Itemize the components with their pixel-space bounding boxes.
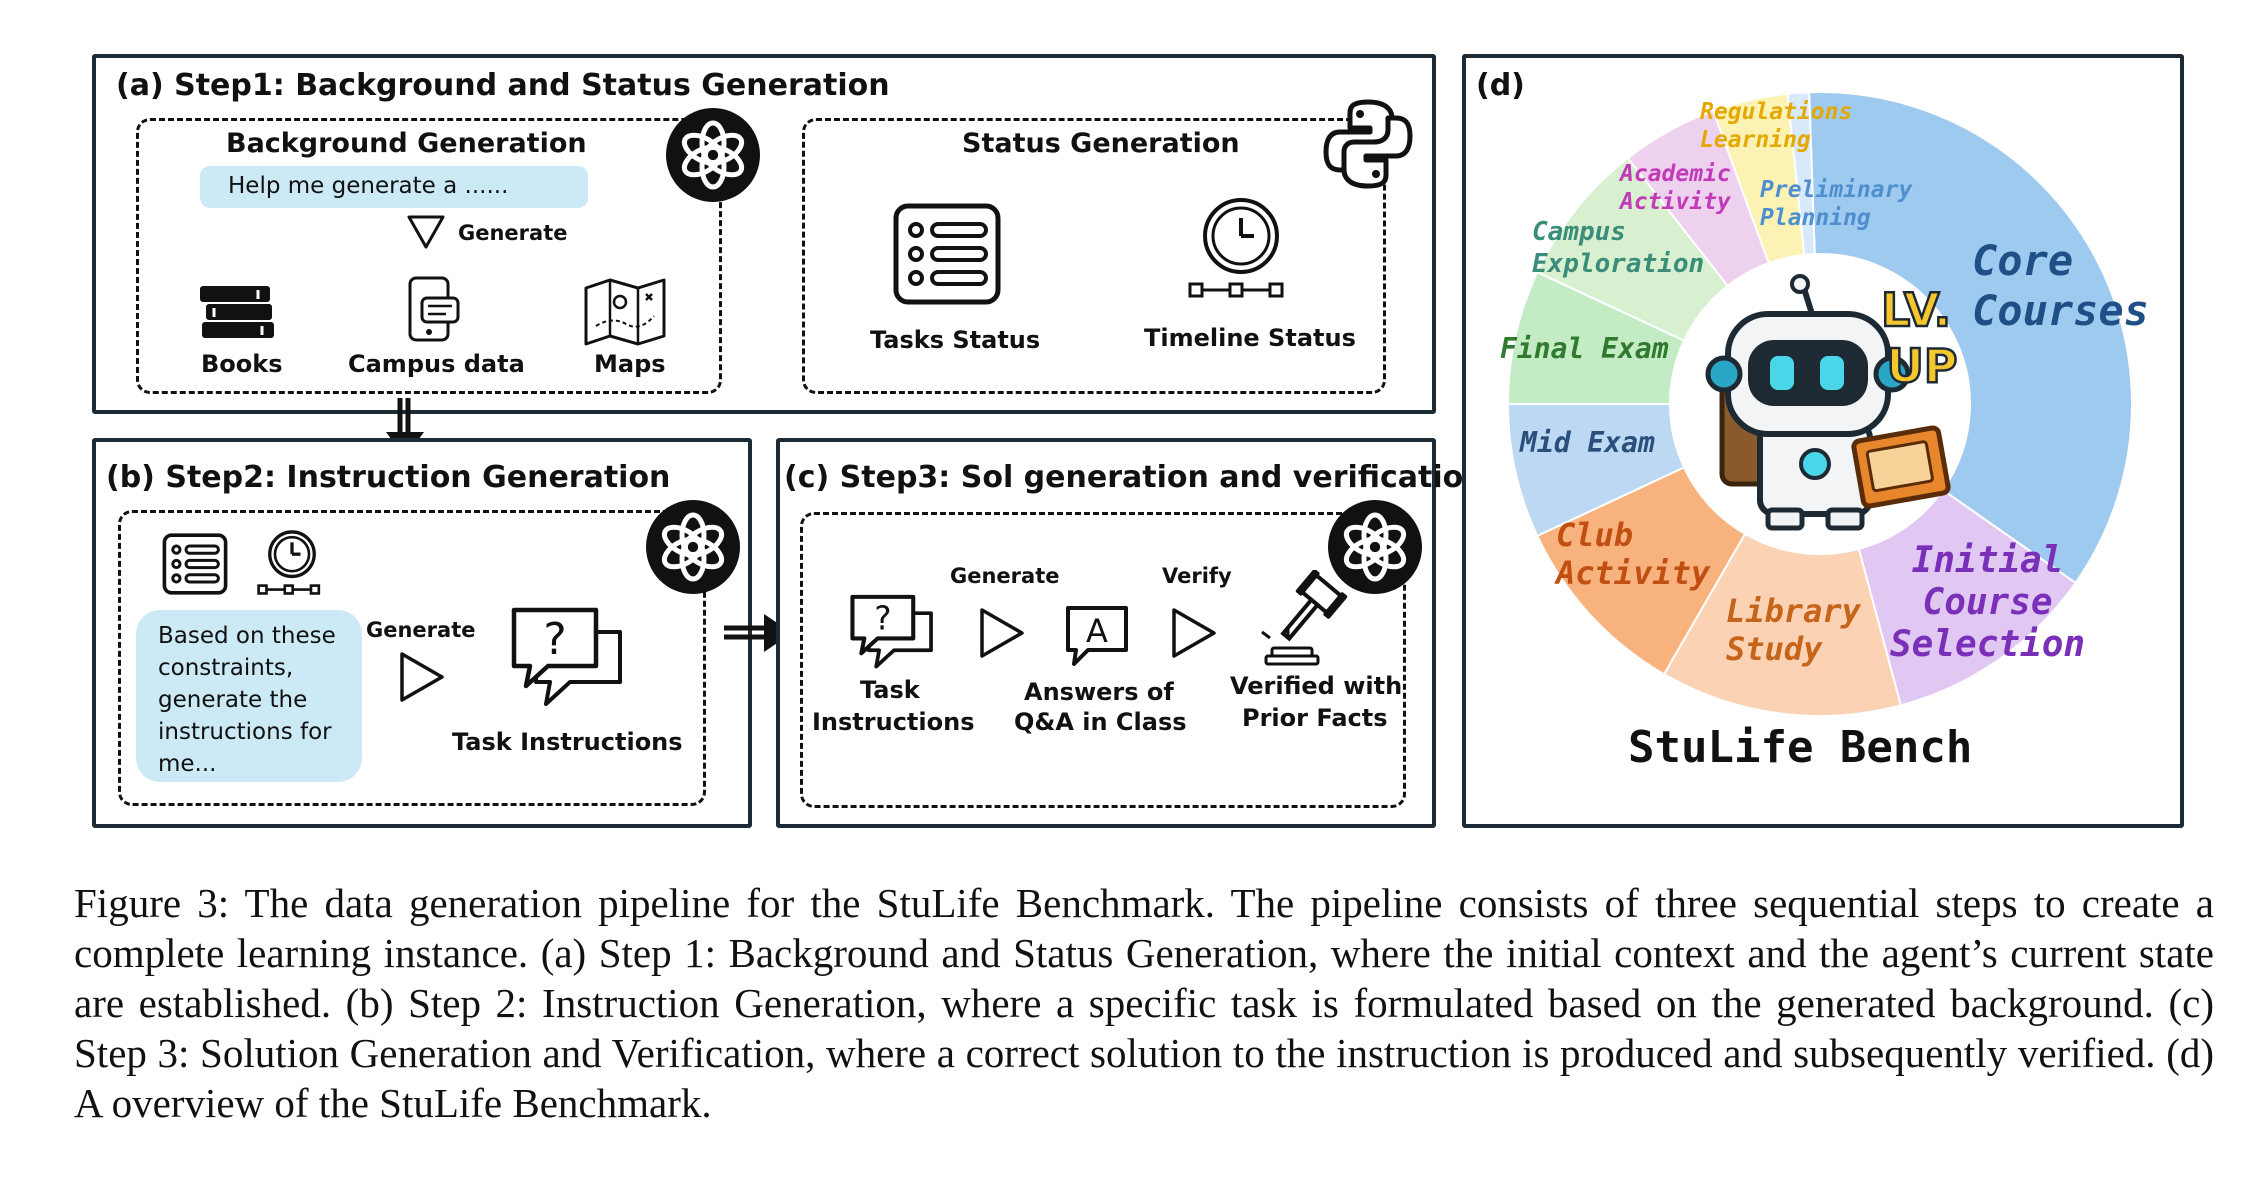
status-generation-box xyxy=(802,118,1386,394)
status-generation-heading: Status Generation xyxy=(962,128,1240,159)
generate-triangle-icon xyxy=(406,214,446,250)
instruction-prompt-bubble: Based on these constraints, generate the… xyxy=(136,610,362,782)
answer-chat-icon: A xyxy=(1064,604,1130,670)
solution-generate-label: Generate xyxy=(950,564,1060,588)
play-arrow-icon xyxy=(398,650,446,704)
segment-line: Preliminary xyxy=(1760,177,1913,203)
segment-label-initial-course-selection: Initial Course Selection xyxy=(1890,540,2085,666)
source-label-books: Books xyxy=(201,350,283,378)
segment-line: Activity xyxy=(1620,189,1731,215)
segment-label-library-study: Library Study xyxy=(1726,592,1861,668)
segment-label-core-courses: Core Courses xyxy=(1972,236,2149,336)
openai-logo-icon xyxy=(646,500,740,594)
question-chat-icon: ? xyxy=(848,592,934,670)
segment-line: Study xyxy=(1726,630,1823,668)
prompt-line: Based on these xyxy=(158,623,336,649)
panel-b-title: (b) Step2: Instruction Generation xyxy=(106,460,671,495)
segment-line: Club xyxy=(1556,516,1634,554)
stage-task-line1: Task xyxy=(860,676,920,704)
maps-icon xyxy=(582,276,668,346)
python-logo-icon xyxy=(1320,96,1416,192)
prompt-line: constraints, xyxy=(158,655,294,681)
segment-line: Regulations xyxy=(1700,99,1853,125)
verify-label: Verify xyxy=(1162,564,1232,588)
background-prompt-bubble: Help me generate a ...... xyxy=(200,166,588,208)
instruction-generate-label: Generate xyxy=(366,618,476,642)
gavel-icon xyxy=(1258,570,1348,670)
level-badge-top: LV. xyxy=(1881,283,1951,337)
segment-label-regulations-learning: Regulations Learning xyxy=(1700,98,1852,154)
prompt-line: me... xyxy=(158,751,217,777)
segment-line: Learning xyxy=(1700,127,1811,153)
background-generation-box xyxy=(136,118,722,394)
task-instructions-label: Task Instructions xyxy=(452,728,683,756)
prompt-line: generate the xyxy=(158,687,308,713)
segment-line: Courses xyxy=(1972,286,2150,335)
background-generation-heading: Background Generation xyxy=(226,128,587,159)
source-label-campus-data: Campus data xyxy=(348,350,525,378)
stage-verified-line1: Verified with xyxy=(1230,672,1403,700)
segment-line: Library xyxy=(1726,592,1861,630)
segment-line: Selection xyxy=(1890,624,2086,665)
svg-text:?: ? xyxy=(874,600,891,638)
segment-line: Activity xyxy=(1556,554,1711,592)
segment-line: Initial xyxy=(1911,540,2064,581)
segment-label-final-exam: Final Exam xyxy=(1500,332,1669,365)
benchmark-name: StuLife Bench xyxy=(1628,722,1973,773)
segment-label-club-activity: Club Activity xyxy=(1556,516,1710,592)
solution-verification-box xyxy=(800,512,1406,808)
panel-d-title: (d) xyxy=(1476,68,1525,103)
segment-label-mid-exam: Mid Exam xyxy=(1520,426,1655,459)
prompt-line: instructions for xyxy=(158,719,332,745)
stage-answers-line1: Answers of xyxy=(1024,678,1174,706)
timeline-status-label: Timeline Status xyxy=(1144,324,1356,352)
stage-task-line2: Instructions xyxy=(812,708,975,736)
openai-logo-icon xyxy=(666,108,760,202)
background-generate-label: Generate xyxy=(458,221,568,245)
stage-verified-line2: Prior Facts xyxy=(1242,704,1388,732)
segment-label-academic-activity: Academic Activity xyxy=(1620,160,1731,216)
segment-line: Course xyxy=(1922,582,2053,623)
segment-label-campus-exploration: Campus Exploration xyxy=(1532,216,1704,280)
segment-label-preliminary-planning: Preliminary Planning xyxy=(1760,176,1912,232)
tasks-status-label: Tasks Status xyxy=(870,326,1041,354)
panel-c-title: (c) Step3: Sol generation and verificati… xyxy=(784,460,1485,495)
segment-line: Exploration xyxy=(1532,249,1705,279)
figure-caption: Figure 3: The data generation pipeline f… xyxy=(74,880,2214,1126)
tasks-status-icon xyxy=(162,532,228,596)
segment-line: Campus xyxy=(1532,217,1626,247)
robot-mascot-image: LV. UP xyxy=(1705,274,1959,531)
books-icon xyxy=(196,278,280,344)
instruction-generation-box xyxy=(118,510,706,806)
segment-line: Planning xyxy=(1760,205,1871,231)
level-badge-bottom: UP xyxy=(1886,339,1957,393)
svg-text:?: ? xyxy=(543,614,566,665)
openai-logo-icon xyxy=(1328,500,1422,594)
source-label-maps: Maps xyxy=(594,350,666,378)
timeline-status-icon xyxy=(256,528,328,600)
tasks-status-icon xyxy=(892,202,1002,306)
segment-line: Academic xyxy=(1620,161,1731,187)
stage-answers-line2: Q&A in Class xyxy=(1014,708,1187,736)
timeline-status-icon xyxy=(1186,196,1296,306)
panel-a-title: (a) Step1: Background and Status Generat… xyxy=(116,68,890,103)
campus-data-icon xyxy=(402,274,464,348)
question-chat-icon: ? xyxy=(508,604,624,708)
segment-line: Core xyxy=(1972,236,2074,285)
play-arrow-icon xyxy=(978,606,1026,660)
svg-text:A: A xyxy=(1086,612,1108,650)
play-arrow-icon xyxy=(1170,606,1218,660)
